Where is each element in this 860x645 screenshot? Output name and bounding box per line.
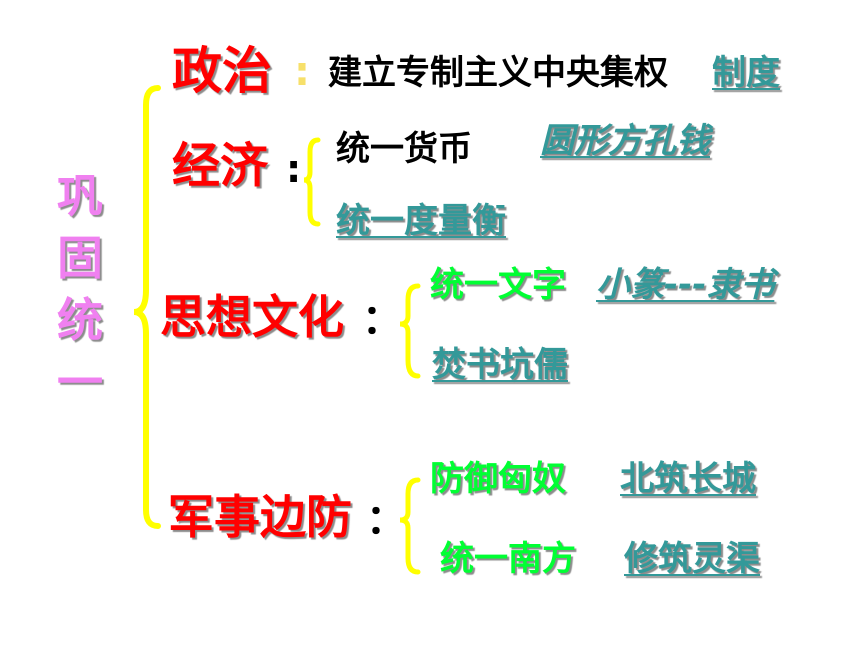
culture-colon: ： <box>362 297 402 343</box>
politics-text: 建立专制主义中央集权 <box>328 53 668 93</box>
economy-item2-link[interactable]: 统一度量衡 <box>336 201 506 241</box>
military-category: 军事边防 <box>168 490 352 544</box>
military-item1-link[interactable]: 北筑长城 <box>620 459 756 499</box>
culture-item1-link[interactable]: 小篆---隶书 <box>596 265 775 305</box>
economy-item1: 统一货币 <box>336 129 472 169</box>
culture-brace <box>399 283 421 379</box>
military-item1: 防御匈奴 <box>430 459 566 499</box>
culture-item2-link[interactable]: 焚书坑儒 <box>432 345 568 385</box>
main-brace <box>133 85 161 529</box>
politics-colon: : <box>294 49 310 95</box>
military-colon: ： <box>366 497 406 543</box>
culture-category: 思想文化 <box>160 290 344 344</box>
economy-brace <box>303 137 321 227</box>
military-item2: 统一南方 <box>440 539 576 579</box>
economy-colon: : <box>286 147 302 191</box>
economy-category: 经济 <box>172 138 269 194</box>
economy-item1-link[interactable]: 圆形方孔钱 <box>540 121 710 161</box>
military-brace <box>399 477 421 575</box>
culture-item1: 统一文字 <box>430 265 566 305</box>
military-item2-link[interactable]: 修筑灵渠 <box>624 539 760 579</box>
root-label: 巩固统一 <box>57 169 103 409</box>
politics-category: 政治 <box>172 42 272 100</box>
politics-link[interactable]: 制度 <box>712 53 780 93</box>
